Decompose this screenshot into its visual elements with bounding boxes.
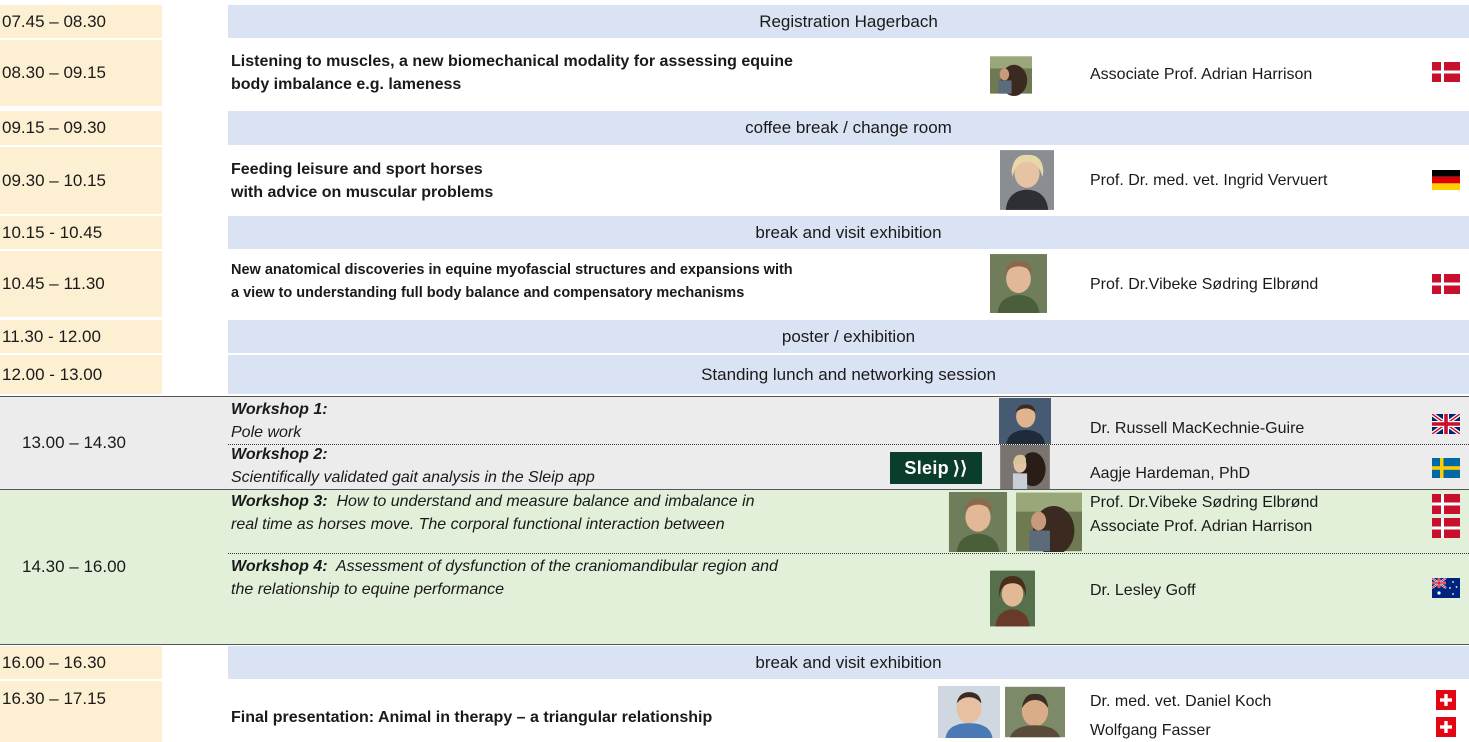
session-band: coffee break / change room <box>228 111 1469 145</box>
workshop-text: Pole work <box>231 424 302 441</box>
workshop-4: Workshop 4: Assessment of dysfunction of… <box>231 558 778 598</box>
session-band: break and visit exhibition <box>228 216 1469 249</box>
sweden-flag-icon <box>1432 458 1460 478</box>
workshop-block-a <box>0 397 1469 489</box>
speaker-photo <box>990 44 1032 106</box>
time-slot: 14.30 – 16.00 <box>22 557 126 576</box>
speaker-name: Associate Prof. Adrian Harrison <box>1090 66 1313 83</box>
switzerland-flag-icon <box>1436 717 1456 737</box>
germany-flag-icon <box>1432 170 1460 190</box>
divider <box>0 489 1469 490</box>
uk-flag-icon <box>1432 414 1460 434</box>
workshop-label: Workshop 3: <box>231 493 328 510</box>
dotted-divider <box>228 553 1469 554</box>
australia-flag-icon <box>1432 578 1460 598</box>
speaker-photo <box>1016 492 1082 552</box>
lecture-title: Listening to muscles, a new biomechanica… <box>231 53 793 93</box>
time-slot: 11.30 - 12.00 <box>0 320 162 353</box>
speaker-name: Dr. med. vet. Daniel Koch <box>1090 693 1272 710</box>
workshop-label: Workshop 1: <box>231 401 328 418</box>
workshop-block-b <box>0 490 1469 644</box>
denmark-flag-icon <box>1432 494 1460 514</box>
speaker-photo <box>945 492 1011 552</box>
speaker-photo <box>1000 149 1054 211</box>
denmark-flag-icon <box>1432 274 1460 294</box>
sleip-logo: Sleip⟩⟩ <box>890 452 982 484</box>
session-band: Standing lunch and networking session <box>228 355 1469 394</box>
speaker-photo <box>990 398 1060 444</box>
speaker-name: Aagje Hardeman, PhD <box>1090 465 1251 482</box>
speaker-name: Wolfgang Fasser <box>1090 722 1211 739</box>
time-slot: 16.30 – 17.15 <box>0 681 162 742</box>
speaker-name: Prof. Dr.Vibeke Sødring Elbrønd <box>1090 494 1319 511</box>
divider <box>0 644 1469 645</box>
workshop-label: Workshop 4: <box>231 558 328 575</box>
divider <box>0 396 1469 397</box>
workshop-2: Workshop 2: Scientifically validated gai… <box>231 443 891 489</box>
time-slot: 10.15 - 10.45 <box>0 216 162 249</box>
session-band: Registration Hagerbach <box>228 5 1469 38</box>
lecture-title: Final presentation: Animal in therapy – … <box>231 709 713 726</box>
time-slot: 12.00 - 13.00 <box>0 355 162 394</box>
speaker-photo <box>990 445 1060 489</box>
switzerland-flag-icon <box>1436 690 1456 710</box>
time-slot: 09.15 – 09.30 <box>0 111 162 145</box>
speaker-photo <box>1005 682 1065 742</box>
lecture-title: New anatomical discoveries in equine myo… <box>231 262 793 301</box>
speaker-photo <box>990 556 1035 641</box>
speaker-name: Dr. Russell MacKechnie-Guire <box>1090 420 1305 437</box>
workshop-text: Scientifically validated gait analysis i… <box>231 469 595 486</box>
time-slot: 09.30 – 10.15 <box>0 147 162 214</box>
session-band: poster / exhibition <box>228 320 1469 353</box>
time-slot: 10.45 – 11.30 <box>0 251 162 317</box>
dotted-divider <box>228 444 1469 445</box>
session-band: break and visit exhibition <box>228 646 1469 679</box>
workshop-label: Workshop 2: <box>231 446 328 463</box>
workshop-1: Workshop 1: Pole work <box>231 398 971 444</box>
workshop-3: Workshop 3: How to understand and measur… <box>231 493 755 533</box>
speaker-photo <box>990 252 1047 315</box>
speaker-photo <box>938 682 1000 742</box>
speaker-name: Dr. Lesley Goff <box>1090 582 1196 599</box>
speaker-name: Prof. Dr. med. vet. Ingrid Vervuert <box>1090 172 1328 189</box>
time-slot: 07.45 – 08.30 <box>0 5 162 38</box>
time-slot: 08.30 – 09.15 <box>0 40 162 106</box>
time-slot: 16.00 – 16.30 <box>0 646 162 679</box>
time-slot: 13.00 – 14.30 <box>22 433 126 452</box>
speaker-name: Associate Prof. Adrian Harrison <box>1090 518 1313 535</box>
denmark-flag-icon <box>1432 62 1460 82</box>
denmark-flag-icon <box>1432 518 1460 538</box>
speaker-name: Prof. Dr.Vibeke Sødring Elbrønd <box>1090 276 1319 293</box>
